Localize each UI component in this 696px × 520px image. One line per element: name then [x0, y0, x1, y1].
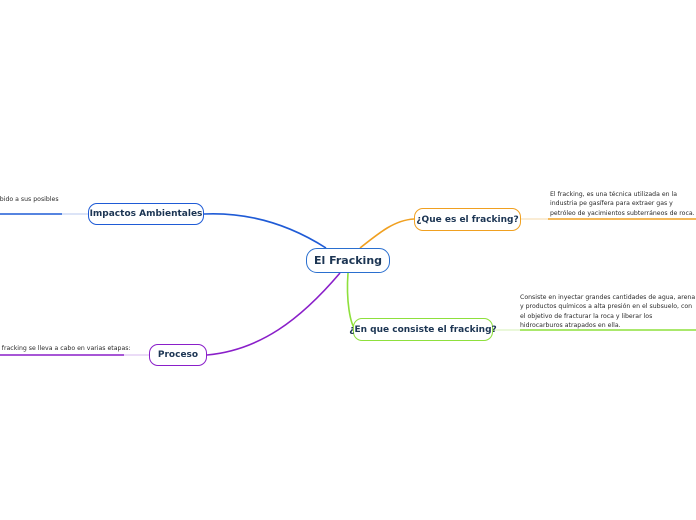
note-en-que-consiste: Consiste en inyectar grandes cantidades …	[520, 294, 696, 329]
link-proceso	[206, 272, 341, 356]
central-topic-label: El Fracking	[313, 254, 383, 267]
topic-que-es-el-fracking[interactable]: ¿Que es el fracking?	[414, 208, 521, 231]
topic-impactos-ambientales[interactable]: Impactos Ambientales	[88, 203, 204, 225]
topic-proceso[interactable]: Proceso	[149, 344, 207, 366]
topic-en-que-consiste[interactable]: ¿En que consiste el fracking?	[349, 318, 497, 341]
topic-label: Proceso	[157, 350, 199, 360]
note-proceso: e fracking se lleva a cabo en varias eta…	[0, 345, 131, 352]
note-impactos-ambientales: ebido a sus posibles	[0, 196, 59, 203]
link-que	[359, 218, 415, 249]
topic-label: ¿En que consiste el fracking?	[349, 324, 497, 335]
note-que-es-el-fracking: El fracking, es una técnica utilizada en…	[550, 191, 695, 217]
central-topic[interactable]: El Fracking	[306, 248, 390, 273]
topic-label: ¿Que es el fracking?	[416, 214, 519, 225]
link-impactos	[203, 213, 327, 249]
topic-label: Impactos Ambientales	[89, 209, 203, 219]
